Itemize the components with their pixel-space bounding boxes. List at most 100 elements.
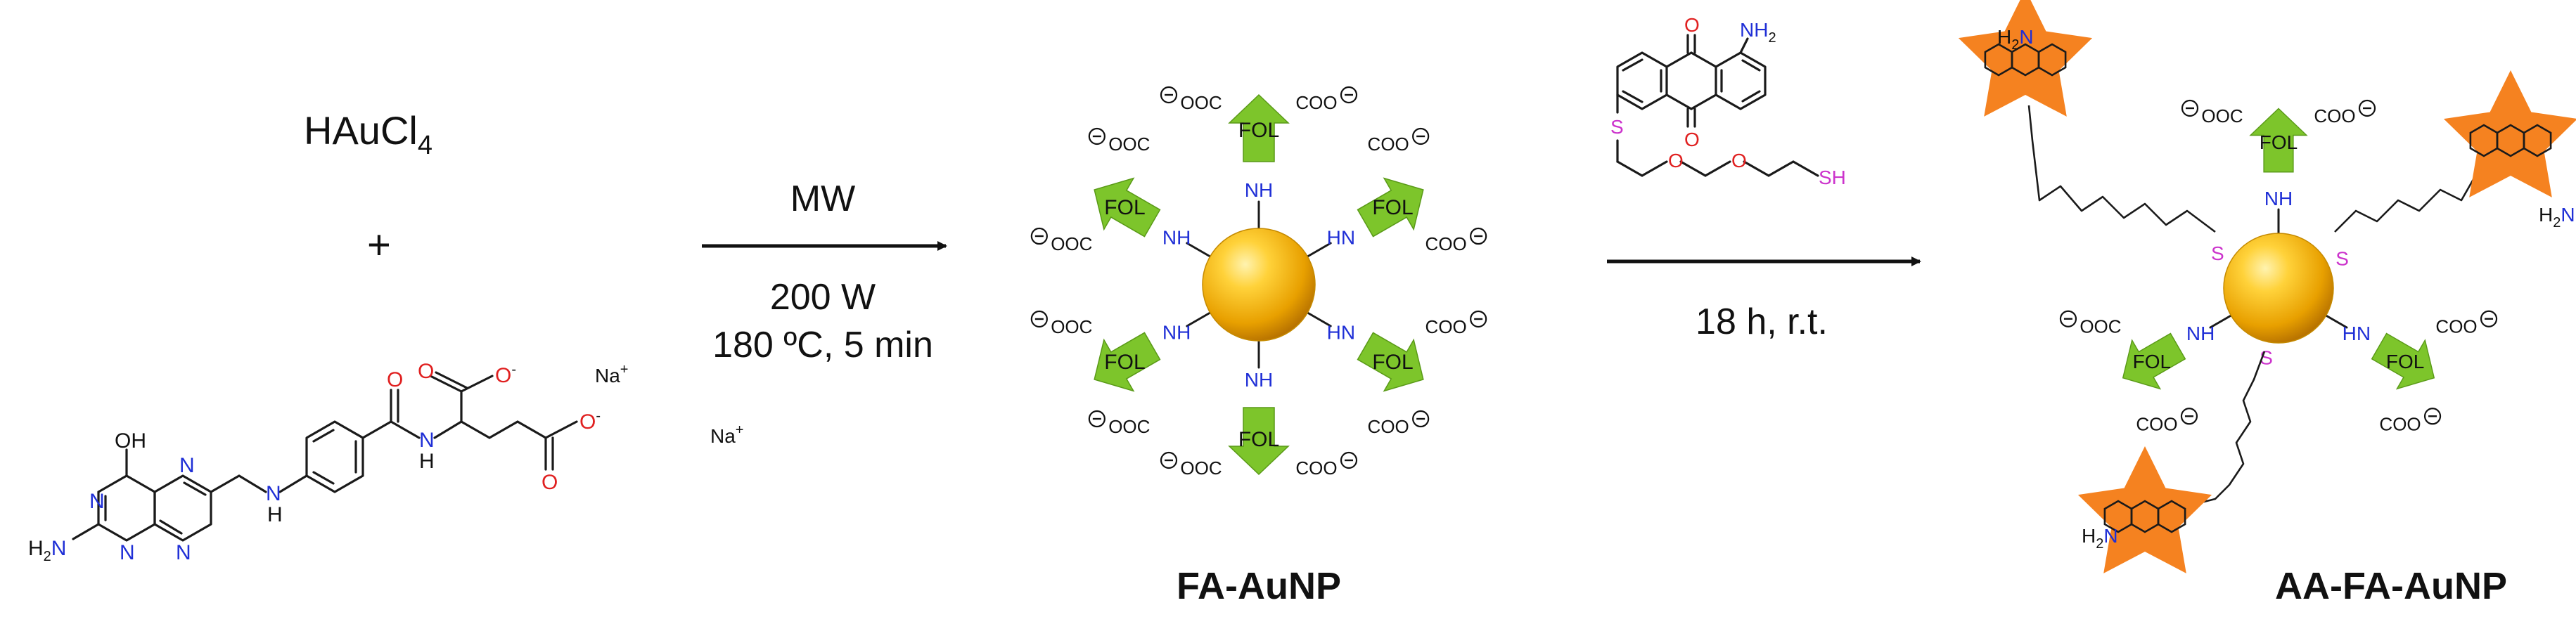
fol-label: FOL — [1372, 351, 1413, 374]
coo-label: COO — [2379, 413, 2421, 434]
aminoanthraquinone-icon — [2077, 446, 2212, 573]
benzene-ring-b — [305, 420, 364, 493]
h2n-label: H2N — [2082, 525, 2118, 552]
fol-label: FOL — [1238, 428, 1279, 451]
folic-acid-structure — [72, 371, 578, 542]
negative-charge-icon — [1470, 310, 1487, 328]
negative-charge-icon — [1340, 451, 1358, 469]
nh-label: N — [266, 482, 281, 505]
gold-salt-reagent: HAuCl4 — [304, 108, 432, 160]
folate-ligand-icon — [2371, 332, 2435, 390]
ooc-label: OOC — [1180, 92, 1222, 113]
aminoanthraquinone-atoms: O O NH2 S O O SH — [1610, 14, 1846, 188]
amide-nh-label: HN — [1327, 227, 1355, 249]
aminoanthraquinone-icon — [2443, 70, 2576, 197]
folate-ligand-icon — [1228, 407, 1290, 476]
plus-sign: + — [367, 222, 391, 268]
amide-nh-label: HN — [2343, 323, 2371, 344]
h2n-label: H2N — [1997, 26, 2034, 53]
negative-charge-icon — [1470, 227, 1487, 245]
fa-aunp-label: FA-AuNP — [1177, 565, 1341, 607]
gold-nanoparticle-icon — [1202, 228, 1316, 342]
oh-label: OH — [115, 429, 146, 453]
ooc-label: OOC — [1051, 316, 1092, 337]
coo-label: COO — [1368, 134, 1409, 155]
ooc-label: OOC — [2080, 316, 2121, 337]
amide-nh-label: NH — [1245, 369, 1273, 391]
amide-nh-label: HN — [1327, 322, 1355, 344]
fol-label: FOL — [1372, 196, 1413, 219]
aa-fa-aunp-label: AA-FA-AuNP — [2275, 565, 2507, 607]
reaction-arrow-2: 18 h, r.t. — [1607, 256, 1921, 342]
acid2-ominus-label: O- — [579, 408, 601, 434]
fol-label: FOL — [2386, 351, 2424, 372]
coo-label: COO — [1425, 233, 1467, 254]
coo-label: COO — [1295, 457, 1337, 479]
h2n-label: H2N — [28, 537, 66, 564]
coo-label: COO — [2435, 316, 2477, 337]
negative-charge-icon — [2480, 310, 2498, 327]
acid1-ominus-label: O- — [495, 362, 516, 387]
folate-ligand-icon — [2249, 108, 2308, 173]
na1-label: Na+ — [595, 362, 628, 387]
acid2-o-label: O — [542, 471, 558, 494]
na2-label: Na+ — [710, 422, 743, 447]
amide-nh-label: NH — [2186, 323, 2215, 344]
coo-label: COO — [1425, 316, 1467, 337]
pyrimidine-ring — [97, 474, 156, 542]
folate-ligand-icon — [1228, 93, 1290, 162]
power-label: 200 W — [770, 277, 876, 318]
negative-charge-icon — [1030, 227, 1048, 245]
gold-salt-label: HAuCl4 — [304, 108, 432, 160]
nh-h-label: H — [267, 503, 283, 526]
negative-charge-icon — [1088, 410, 1106, 428]
fol-label: FOL — [1104, 351, 1145, 374]
acid1-o-label: O — [418, 360, 434, 383]
folic-acid-atoms: OH N N N N H2N N H O N H O O- Na+ O O- N… — [28, 360, 743, 564]
ooc-label: OOC — [2201, 105, 2243, 126]
aq-o1-label: O — [1684, 14, 1700, 36]
amide-nh-label: NH — [1245, 179, 1273, 201]
pyrazine-ring — [153, 474, 212, 542]
amide-nh-label: NH — [1162, 322, 1191, 344]
fol-label: FOL — [1104, 196, 1145, 219]
aq-sh-label: SH — [1819, 167, 1846, 188]
folate-ligand-icon — [1094, 177, 1161, 238]
negative-charge-icon — [1160, 86, 1178, 104]
ooc-label: OOC — [1051, 233, 1092, 254]
ooc-label: OOC — [1180, 457, 1222, 479]
n3-label: N — [120, 541, 135, 564]
negative-charge-icon — [2180, 408, 2198, 425]
aq-o3-label: O — [1668, 150, 1684, 171]
rt-label: 18 h, r.t. — [1696, 301, 1828, 342]
amide-nh-label: NH — [1162, 227, 1191, 249]
aq-o2-label: O — [1684, 129, 1700, 150]
amide-h-label: H — [419, 450, 435, 473]
reaction-arrow-1: MW 200 W 180 ºC, 5 min — [702, 178, 947, 365]
fol-label: FOL — [2133, 351, 2171, 372]
negative-charge-icon — [1340, 86, 1358, 104]
folate-ligand-icon — [1357, 177, 1424, 238]
negative-charge-icon — [1030, 310, 1048, 328]
negative-charge-icon — [1412, 410, 1430, 428]
n1-label: N — [89, 490, 105, 513]
amide-n-label: N — [419, 429, 435, 452]
s-label: S — [2260, 346, 2273, 368]
fol-label: FOL — [1238, 119, 1279, 142]
temp-time-label: 180 ºC, 5 min — [712, 325, 933, 365]
coo-label: COO — [1368, 416, 1409, 437]
n5-label: N — [179, 454, 195, 477]
aminoanthraquinone-reagent — [1616, 34, 1819, 177]
folate-ligand-icon — [1357, 332, 1424, 392]
coo-label: COO — [1295, 92, 1337, 113]
aq-o4-label: O — [1731, 150, 1747, 171]
aq-s-label: S — [1610, 116, 1624, 138]
negative-charge-icon — [2423, 408, 2442, 425]
negative-charge-icon — [1088, 127, 1106, 145]
s-label: S — [2211, 242, 2224, 264]
negative-charge-icon — [2358, 99, 2376, 117]
h2n-label: H2N — [2539, 204, 2575, 230]
